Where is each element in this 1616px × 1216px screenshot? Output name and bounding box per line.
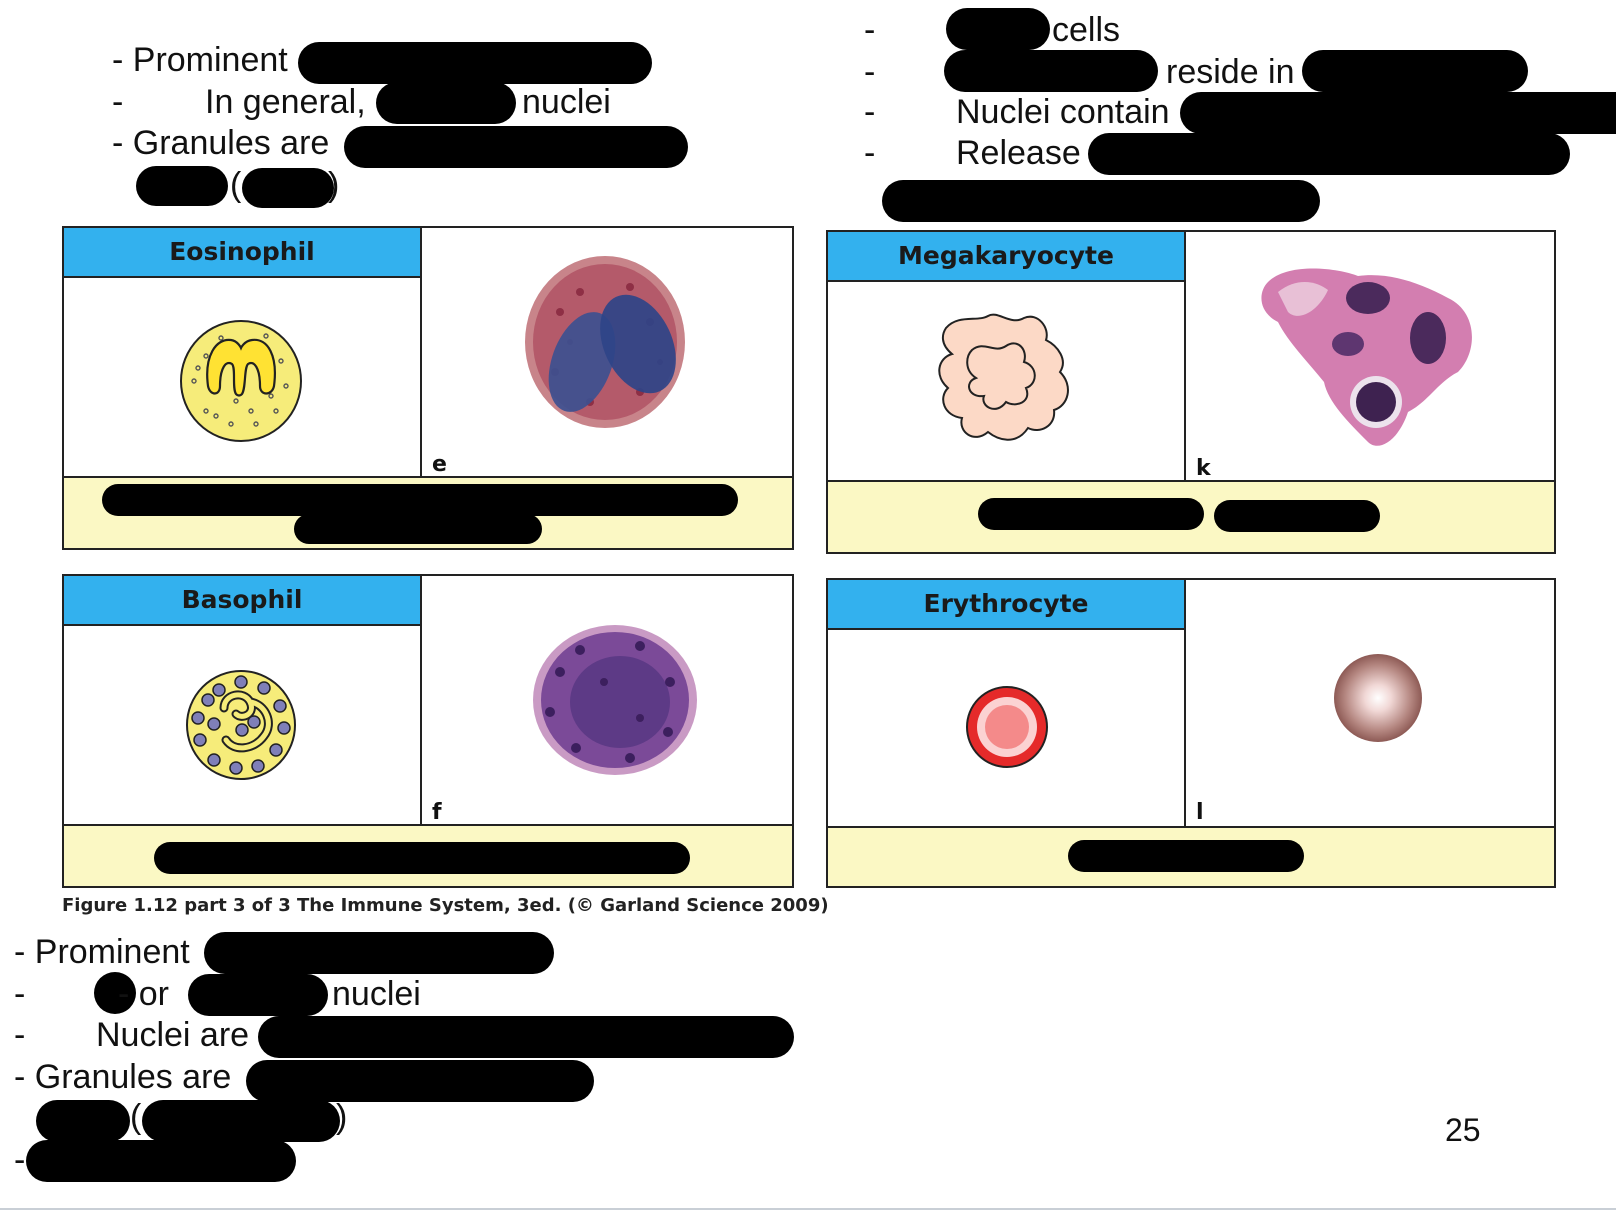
panel-title: Megakaryocyte: [828, 232, 1186, 282]
bl-dash-1: -: [14, 975, 26, 1013]
bl-dash-3: -: [14, 1141, 26, 1179]
bl-line3: Nuclei are: [96, 1016, 250, 1054]
bl-line1: - Prominent: [14, 933, 190, 971]
tr-line1-end: cells: [1052, 11, 1121, 49]
redaction: [26, 1140, 296, 1182]
slide-bottom-border: [0, 1208, 1616, 1210]
redaction: [204, 932, 554, 974]
basophil-micrograph: [533, 625, 697, 775]
tl-line2-end: nuclei: [522, 83, 611, 121]
panel-title: Basophil: [64, 576, 422, 626]
tr-line2-mid: reside in: [1166, 53, 1295, 91]
bl-line2-end: nuclei: [332, 975, 421, 1013]
erythrocyte-panel: Erythrocyte l: [826, 578, 1556, 888]
redaction: [1302, 50, 1528, 92]
redaction: [882, 180, 1320, 222]
panel-letter: e: [432, 452, 447, 477]
panel-divider: [1184, 232, 1186, 484]
panel-divider: [420, 228, 422, 480]
eosinophil-panel: Eosinophil e: [62, 226, 794, 550]
redaction: [94, 972, 136, 1014]
redaction: [246, 1060, 594, 1102]
megakaryocyte-panel: Megakaryocyte k: [826, 230, 1556, 554]
redaction: [294, 514, 542, 544]
panel-letter: k: [1196, 456, 1211, 481]
redaction: [376, 82, 516, 124]
redaction: [136, 166, 228, 206]
basophil-panel: Basophil f: [62, 574, 794, 888]
redaction: [1088, 133, 1570, 175]
redaction: [1180, 92, 1616, 134]
redaction: [1068, 840, 1304, 872]
panel-letter: f: [432, 800, 442, 825]
erythrocyte-micrograph: [1334, 654, 1422, 742]
tl-line1: - Prominent: [112, 41, 288, 79]
redaction: [142, 1100, 340, 1142]
tr-dash-2: -: [864, 53, 876, 91]
megakaryocyte-diagram: [938, 313, 1069, 441]
tr-line3: Nuclei contain: [956, 93, 1170, 131]
panel-divider: [1184, 580, 1186, 832]
tl-line2: In general,: [205, 83, 366, 121]
eosinophil-micrograph: [525, 256, 685, 428]
megakaryocyte-micrograph: [1261, 268, 1472, 446]
page-number: 25: [1445, 1112, 1481, 1148]
redaction: [258, 1016, 794, 1058]
redaction: [978, 498, 1204, 530]
tr-dash-4: -: [864, 134, 876, 172]
redaction: [36, 1100, 130, 1142]
bl-line2-mid: - or: [118, 975, 169, 1013]
tr-line4: Release: [956, 134, 1081, 172]
bl-dash-2: -: [14, 1016, 26, 1054]
redaction: [154, 842, 690, 874]
tl-paren-open: (: [230, 166, 242, 204]
panel-title: Erythrocyte: [828, 580, 1186, 630]
basophil-diagram: [186, 670, 296, 780]
tl-line3: - Granules are: [112, 124, 330, 162]
erythrocyte-diagram: [966, 686, 1048, 768]
bl-line4: - Granules are: [14, 1058, 232, 1096]
tl-paren-close: ): [328, 166, 340, 204]
figure-caption: Figure 1.12 part 3 of 3 The Immune Syste…: [62, 895, 829, 916]
redaction: [102, 484, 738, 516]
bl-paren-close: ): [336, 1098, 348, 1136]
eosinophil-diagram: [180, 320, 302, 442]
redaction: [298, 42, 652, 84]
redaction: [1214, 500, 1380, 532]
tr-dash-1: -: [864, 11, 876, 49]
panel-divider: [420, 576, 422, 828]
bl-paren-open: (: [130, 1098, 142, 1136]
redaction: [344, 126, 688, 168]
redaction: [242, 168, 334, 208]
redaction: [944, 50, 1158, 92]
redaction: [946, 8, 1050, 50]
redaction: [188, 974, 328, 1016]
tr-dash-3: -: [864, 93, 876, 131]
tl-line2-dash: -: [112, 83, 124, 121]
panel-title: Eosinophil: [64, 228, 422, 278]
panel-letter: l: [1196, 800, 1204, 825]
